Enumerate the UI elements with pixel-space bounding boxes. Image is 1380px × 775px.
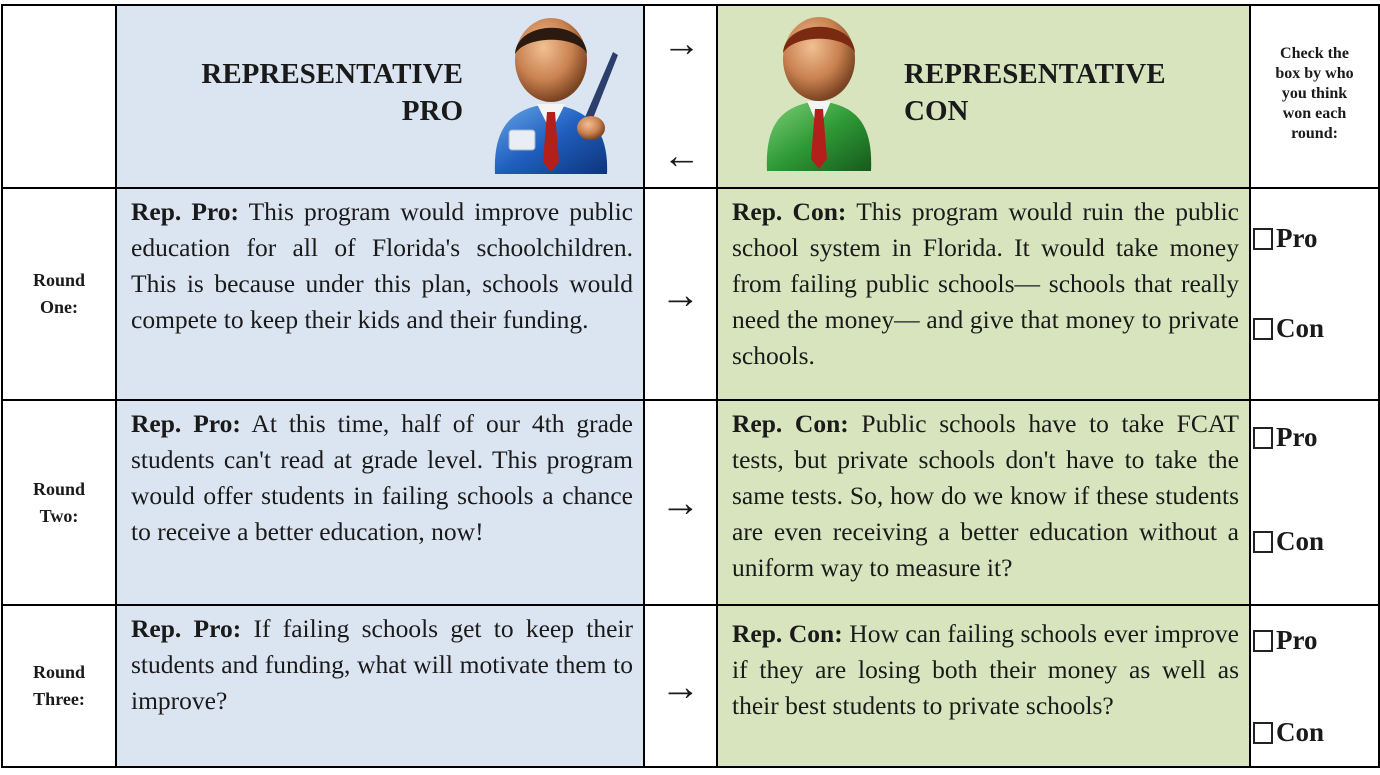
pro-argument: Rep. Pro: If failing schools get to keep… [115,604,645,768]
vote-con-label: Con [1276,717,1325,747]
checkbox-icon [1253,531,1273,553]
arrow-left-icon: ← [662,135,701,177]
vote-options: Pro Con [1249,604,1380,768]
con-argument-text: This program would ruin the public schoo… [732,197,1239,370]
check-instruction-line: you think [1281,85,1348,102]
pro-title-line2: PRO [401,95,463,127]
pro-argument-text: At this time, half of our 4th grade stud… [131,409,633,546]
debate-table: REPRESENTATIVE PRO [1,4,1380,768]
businessman-green-suit-icon [766,17,872,171]
round-label-line1: Round [32,478,86,499]
con-speaker-label: Rep. Con: [732,197,847,226]
vote-options: Pro Con [1249,399,1380,606]
pro-title-line1: REPRESENTATIVE [201,58,463,90]
vote-con-label: Con [1276,526,1325,556]
vote-pro-checkbox[interactable]: Pro [1253,222,1318,254]
con-argument-text: Public schools have to take FCAT tests, … [732,409,1240,582]
round-label-line1: Round [32,662,86,682]
pro-speaker-label: Rep. Pro: [131,614,242,643]
pro-header-cell: REPRESENTATIVE PRO [115,4,645,189]
check-instruction-line: round: [1291,125,1338,142]
con-speaker-label: Rep. Con: [732,409,849,438]
checkbox-icon [1253,318,1273,340]
con-argument: Rep. Con: Public schools have to take FC… [716,399,1251,606]
arrow-right-icon: → [643,399,718,606]
check-instruction-line: box by who [1275,65,1354,82]
vote-con-checkbox[interactable]: Con [1253,716,1324,748]
arrow-right-icon: → [643,187,718,401]
con-argument: Rep. Con: How can failing schools ever i… [716,604,1251,768]
vote-con-checkbox[interactable]: Con [1253,525,1324,557]
vote-options: Pro Con [1249,187,1380,401]
con-title-line2: CON [904,95,969,127]
round-label: Round One: [1,187,117,401]
header-row: REPRESENTATIVE PRO [1,4,1380,189]
round-label-line2: One: [40,297,78,317]
vote-pro-checkbox[interactable]: Pro [1253,421,1318,453]
checkbox-icon [1253,228,1273,250]
header-blank-cell [1,4,117,189]
checkbox-icon [1253,427,1273,449]
con-argument-text: How can failing schools ever improve if … [732,619,1240,720]
checkbox-icon [1253,722,1273,744]
check-instruction-line: won each [1282,105,1347,122]
con-speaker-label: Rep. Con: [732,619,843,648]
check-instruction: Check the box by who you think won each … [1249,4,1380,189]
round-label-line1: Round [32,270,86,290]
round-label: Round Three: [1,604,117,768]
round-label: Round Two: [1,399,117,606]
arrow-right-icon: → [662,23,701,65]
pro-speaker-label: Rep. Pro: [131,409,241,438]
vote-con-label: Con [1276,313,1325,343]
check-instruction-line: Check the [1280,45,1349,62]
pro-argument: Rep. Pro: At this time, half of our 4th … [115,399,645,606]
round-label-line2: Three: [33,689,85,709]
round-row: Round Three: Rep. Pro: If failing school… [1,604,1380,768]
pro-argument: Rep. Pro: This program would improve pub… [115,187,645,401]
con-title-line1: REPRESENTATIVE [904,58,1166,90]
vote-con-checkbox[interactable]: Con [1253,312,1324,344]
vote-pro-label: Pro [1276,625,1318,655]
con-header-cell: REPRESENTATIVE CON [716,4,1251,189]
businessman-blue-suit-pen-icon [494,18,618,174]
vote-pro-label: Pro [1276,422,1318,452]
pro-argument-text: If failing schools get to keep their stu… [131,614,633,715]
round-label-line2: Two: [39,505,79,526]
pro-argument-text: This program would improve public educat… [131,197,633,334]
con-title: REPRESENTATIVE CON [904,56,1166,130]
round-row: Round Two: Rep. Pro: At this time, half … [1,399,1380,606]
round-row: Round One: Rep. Pro: This program would … [1,187,1380,401]
vote-pro-checkbox[interactable]: Pro [1253,624,1318,656]
header-arrow-cell: → ← [643,4,718,189]
con-argument: Rep. Con: This program would ruin the pu… [716,187,1251,401]
pro-title: REPRESENTATIVE PRO [201,56,463,130]
checkbox-icon [1253,630,1273,652]
vote-pro-label: Pro [1276,223,1318,253]
arrow-right-icon: → [643,604,718,768]
pro-speaker-label: Rep. Pro: [131,197,240,226]
